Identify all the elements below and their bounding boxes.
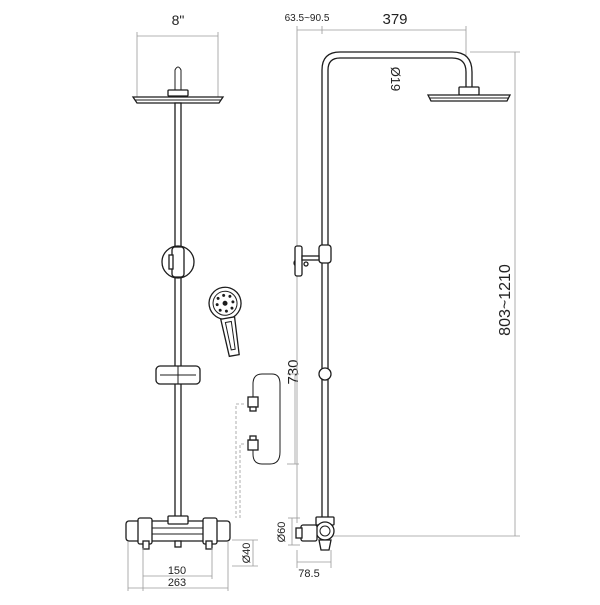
front-valve-body (125, 515, 231, 550)
head-riser (174, 66, 182, 92)
front-handshower-holder (155, 365, 201, 385)
valve-depth-dimension: 78.5 (296, 550, 332, 580)
hose-length-label: 730 (285, 359, 302, 384)
hand-shower (208, 286, 242, 358)
head-width-dimension: 8" (136, 12, 219, 97)
side-valve-body (295, 516, 335, 551)
front-riser-pipe (174, 102, 182, 524)
arm-offset-label: 63.5~90.5 (285, 13, 330, 24)
front-view: 8" (125, 12, 258, 591)
outlet-diameter-label: Ø60 (276, 522, 288, 543)
valve-depth-label: 78.5 (298, 568, 319, 580)
inlet-diameter-dimension: Ø40 (232, 539, 258, 567)
height-dimension: 803~1210 (333, 51, 520, 537)
front-shower-head (131, 89, 225, 104)
height-range-label: 803~1210 (497, 264, 514, 336)
outlet-diameter-dimension: Ø60 (276, 517, 300, 546)
shower-hose (235, 373, 281, 518)
hose-length-dimension: 730 (285, 359, 302, 465)
valve-width-label: 263 (168, 577, 186, 589)
side-riser-arm (321, 51, 473, 521)
pipe-diameter-label: Ø19 (388, 67, 403, 92)
top-dimensions: 63.5~90.5 379 (285, 11, 467, 523)
side-shower-head (426, 86, 512, 102)
side-holder (318, 367, 332, 381)
inlet-spacing-label: 150 (168, 565, 186, 577)
front-upper-bracket (161, 245, 195, 279)
side-wall-bracket (293, 244, 332, 277)
hand-shower-detail: 730 (208, 286, 302, 518)
side-view: 63.5~90.5 379 Ø19 803~1210 (276, 11, 520, 580)
bottom-dimensions: 150 263 (127, 542, 229, 591)
inlet-diameter-label: Ø40 (241, 543, 253, 564)
arm-length-label: 379 (382, 11, 407, 28)
head-width-label: 8" (172, 12, 185, 28)
